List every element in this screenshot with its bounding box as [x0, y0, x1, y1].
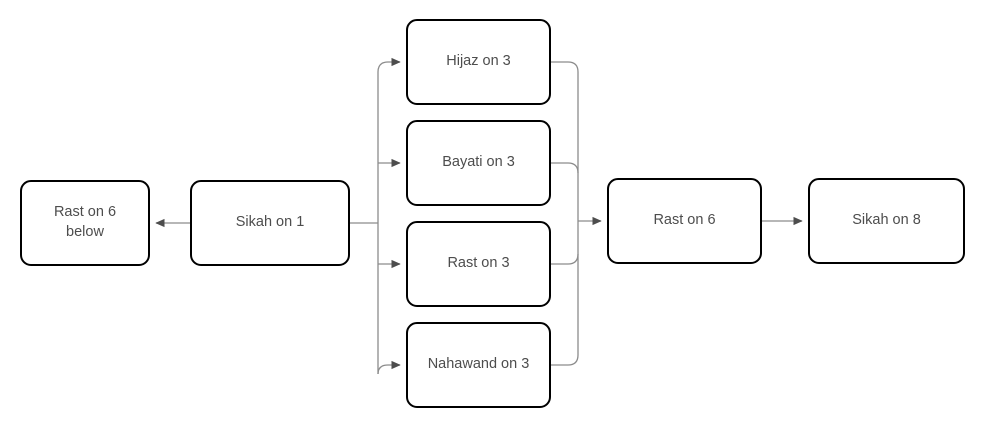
- node-label: Bayati on 3: [442, 154, 515, 171]
- edge-sikah1-to-hijaz3: [377, 57, 401, 73]
- node-label: Sikah on 8: [852, 212, 921, 229]
- node-rast-on-6-below[interactable]: Rast on 6 below: [20, 180, 150, 266]
- node-label: Hijaz on 3: [446, 53, 511, 70]
- node-hijaz-on-3[interactable]: Hijaz on 3: [406, 19, 551, 105]
- edge-rast3-to-rast6: [551, 253, 579, 265]
- edge-hijaz3-to-rast6: [551, 61, 579, 73]
- node-sikah-on-8[interactable]: Sikah on 8: [808, 178, 965, 264]
- node-nahawand-on-3[interactable]: Nahawand on 3: [406, 322, 551, 408]
- node-rast-on-3[interactable]: Rast on 3: [406, 221, 551, 307]
- node-label: Nahawand on 3: [427, 356, 530, 373]
- node-label: Rast on 3: [447, 255, 510, 272]
- node-rast-on-6[interactable]: Rast on 6: [607, 178, 762, 264]
- edge-bayati3-to-rast6: [551, 162, 579, 174]
- node-sikah-on-1[interactable]: Sikah on 1: [190, 180, 350, 266]
- node-label: Sikah on 1: [235, 214, 305, 231]
- node-bayati-on-3[interactable]: Bayati on 3: [406, 120, 551, 206]
- node-label: Rast on 6: [653, 212, 716, 229]
- node-label: Rast on 6 below: [53, 204, 117, 240]
- edge-sikah1-to-nahawand3: [377, 360, 401, 375]
- edge-nahawand3-to-rast6: [551, 354, 579, 366]
